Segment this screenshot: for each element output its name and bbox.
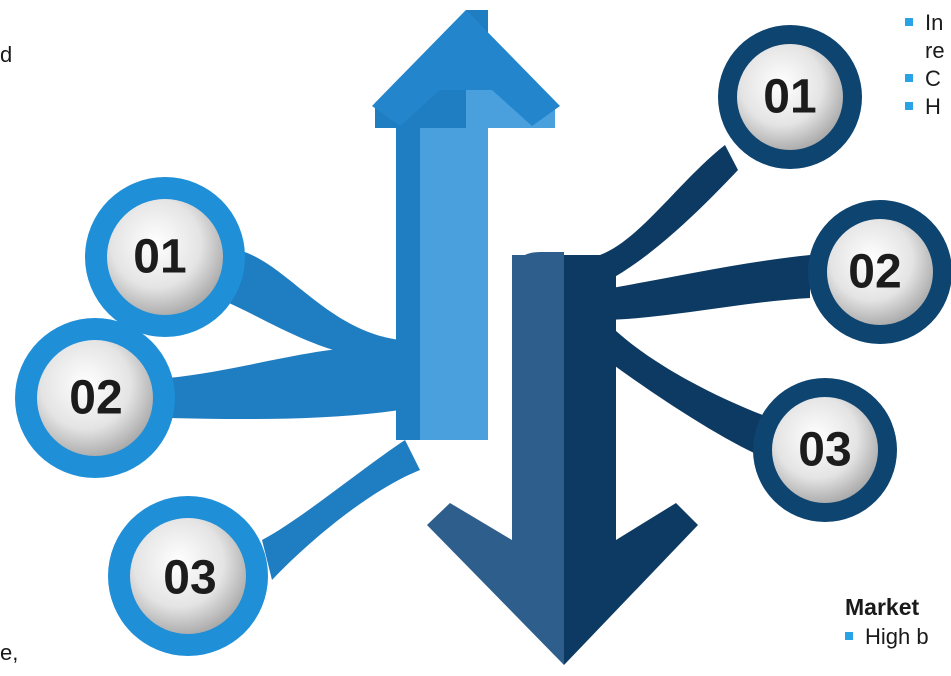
right-bullet-3: H xyxy=(905,94,941,120)
left-bottom-text-fragment: e, xyxy=(0,640,19,665)
right-badge-02-label: 02 xyxy=(848,246,901,299)
right-connector-03 xyxy=(600,315,776,460)
left-badge-01-label: 01 xyxy=(133,231,186,284)
down-arrow-cap xyxy=(512,252,564,280)
left-connector-03 xyxy=(262,440,420,580)
left-badge-03: 03 xyxy=(108,496,268,656)
down-arrow-group: 01 02 03 xyxy=(427,25,951,665)
left-top-text-fragment: d xyxy=(0,42,13,67)
down-arrow-neck-right xyxy=(564,520,616,560)
market-heading: Market xyxy=(845,594,920,620)
left-badge-01: 01 xyxy=(85,177,245,337)
bullet-square-icon xyxy=(905,102,913,111)
up-arrow-head xyxy=(372,10,560,126)
market-bullet: High b xyxy=(845,624,929,650)
right-bullet-2: C xyxy=(905,66,941,92)
right-badge-01: 01 xyxy=(718,25,862,169)
left-connector-02 xyxy=(168,346,400,420)
up-arrow-group: 01 02 03 xyxy=(15,10,560,656)
bullet-square-icon xyxy=(905,74,913,83)
left-badge-02-label: 02 xyxy=(69,372,122,425)
bullet-square-icon xyxy=(845,632,853,641)
right-connector-02 xyxy=(600,255,810,320)
right-bullet-1: In xyxy=(905,10,943,36)
right-connector-01 xyxy=(600,145,738,285)
bullet-square-icon xyxy=(905,18,913,27)
up-arrow-shaft-light xyxy=(420,128,486,440)
right-badge-01-label: 01 xyxy=(763,71,816,124)
right-bullet-1-continued: re xyxy=(925,38,945,63)
right-badge-02: 02 xyxy=(808,200,951,344)
right-badge-03: 03 xyxy=(753,378,897,522)
up-arrow-shaft-dark xyxy=(396,100,420,440)
left-badge-03-label: 03 xyxy=(163,552,216,605)
left-badge-02: 02 xyxy=(15,318,175,478)
right-badge-03-label: 03 xyxy=(798,424,851,477)
down-arrow-neck-left xyxy=(512,520,564,560)
left-connector-01 xyxy=(222,248,400,362)
